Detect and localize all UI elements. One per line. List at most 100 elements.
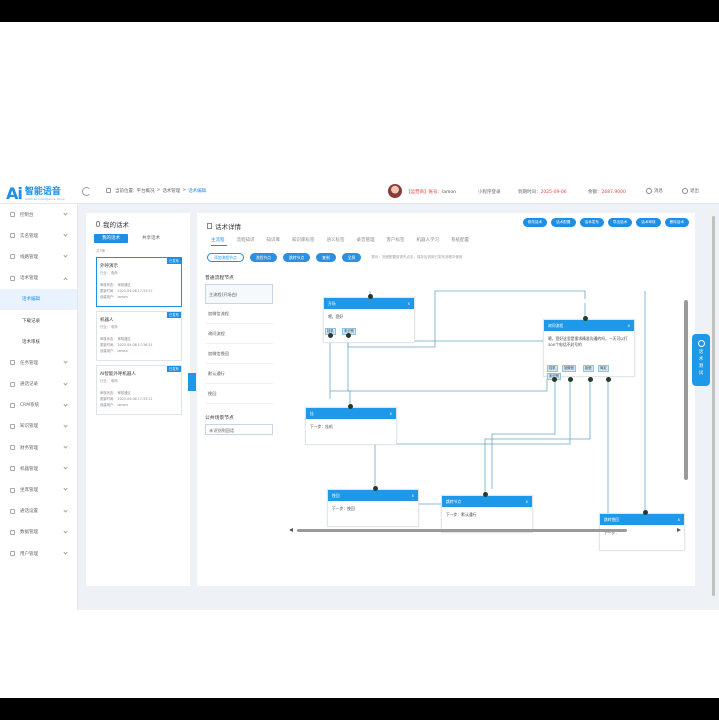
connector-dot[interactable]: [552, 377, 557, 382]
script-toolbar: 修改话术 话术配置 话术发布 导出话术 话术审核 删除话术: [522, 218, 689, 227]
sidebar-item-knowledge[interactable]: 知识管理: [0, 416, 77, 437]
delete-script-button[interactable]: 删除话术: [664, 218, 689, 227]
keyword-tag[interactable]: 挂机: [547, 365, 558, 372]
sidebar-sub-review[interactable]: 话术审核: [22, 339, 40, 345]
detail-title: 话术详情: [207, 221, 241, 231]
close-icon[interactable]: x: [627, 323, 630, 328]
scroll-thumb[interactable]: [297, 529, 627, 532]
dashboard-icon: [10, 212, 15, 218]
sidebar-item-dashboard[interactable]: 控制台: [0, 204, 77, 225]
scroll-thumb[interactable]: [684, 300, 688, 480]
node-item[interactable]: 挽回: [205, 384, 273, 404]
tab-knowledge-tags[interactable]: 知识库标签: [292, 238, 315, 243]
sidebar-item-calls[interactable]: 通话记录: [0, 374, 77, 395]
scroll-left-icon[interactable]: [289, 528, 293, 532]
refresh-icon[interactable]: [82, 187, 91, 196]
tab-semantic-tags[interactable]: 语义标签: [326, 238, 345, 243]
scroll-thumb[interactable]: [712, 216, 715, 596]
flow-node-button[interactable]: 流程节点: [249, 253, 277, 262]
tab-recordings[interactable]: 录音管理: [356, 238, 375, 243]
review-script-button[interactable]: 话术审核: [636, 218, 661, 227]
collapse-handle[interactable]: [188, 373, 196, 391]
sidebar-item-agents[interactable]: 坐席管理: [0, 479, 77, 500]
connector-dot[interactable]: [368, 294, 373, 299]
connector-dot[interactable]: [346, 333, 351, 338]
connector-dot[interactable]: [373, 486, 378, 491]
tab-shared-scripts[interactable]: 共享话术: [142, 236, 160, 241]
connector-dot[interactable]: [348, 404, 353, 409]
keyword-tag[interactable]: 拒绝: [583, 365, 594, 372]
connector-dot[interactable]: [588, 377, 593, 382]
edit-script-button[interactable]: 修改话术: [522, 218, 548, 227]
vertical-scrollbar[interactable]: [684, 288, 688, 498]
sidebar-item-users[interactable]: 用户管理: [0, 543, 77, 564]
logout-button[interactable]: 退出: [682, 188, 699, 194]
sidebar-item-realname[interactable]: 实名管理: [0, 225, 77, 246]
close-icon[interactable]: x: [411, 493, 414, 498]
sidebar-item-label: 控制台: [20, 212, 34, 218]
node-item[interactable]: 加微信流程: [205, 304, 273, 324]
node-item[interactable]: 默认通行: [205, 364, 273, 384]
close-icon[interactable]: x: [525, 499, 528, 504]
applet-login[interactable]: 小程序登录: [478, 190, 501, 195]
node-item[interactable]: 询问流程: [205, 324, 273, 344]
connector-dot[interactable]: [568, 377, 573, 382]
script-card[interactable]: 已发布 AI智能外呼机器人 行业： 电商 审核状态： 审核通过 更新时间： 20…: [96, 365, 182, 415]
tab-my-scripts[interactable]: 我的话术: [94, 234, 128, 243]
sidebar-item-tasks[interactable]: 任务管理: [0, 352, 77, 373]
tab-flow-knowledge[interactable]: 流程知识: [236, 238, 255, 243]
close-icon[interactable]: x: [677, 517, 680, 522]
jump-node-button[interactable]: 跳转节点: [282, 253, 311, 262]
add-node-button[interactable]: 添加流程节点: [207, 253, 244, 262]
scroll-right-icon[interactable]: [677, 528, 681, 532]
publish-script-button[interactable]: 话术发布: [579, 218, 604, 227]
horizontal-scrollbar[interactable]: [289, 527, 681, 533]
breadcrumb-item[interactable]: 话术管理: [162, 189, 181, 194]
connector-dot[interactable]: [606, 377, 611, 382]
sidebar-item-crm[interactable]: CRM系统: [0, 395, 77, 416]
close-icon[interactable]: x: [389, 411, 392, 416]
copy-button[interactable]: 复制: [316, 253, 336, 262]
connector-dot[interactable]: [643, 510, 648, 515]
script-card[interactable]: 已发布 外呼演示 行业： 电商 审核状态： 审核通过 更新时间： 2025-09…: [96, 257, 182, 307]
message-button[interactable]: 消息: [646, 188, 663, 194]
keyword-tag[interactable]: 加微信: [562, 365, 576, 372]
connector-dot[interactable]: [328, 333, 333, 338]
sidebar-item-data[interactable]: 数据管理: [0, 522, 77, 543]
script-industry: 行业： 电商: [100, 325, 118, 329]
config-script-button[interactable]: 话术配置: [551, 218, 576, 227]
sidebar-item-finance[interactable]: 财务管理: [0, 437, 77, 458]
avatar[interactable]: [388, 184, 402, 198]
sidebar-item-robots[interactable]: 机器管理: [0, 458, 77, 479]
node-item[interactable]: 主流程(开场白): [205, 284, 273, 304]
sidebar-sub-script-edit[interactable]: 话术编辑: [0, 288, 77, 310]
breadcrumb-item[interactable]: 平台概况: [136, 189, 155, 194]
page-scrollbar[interactable]: [711, 210, 716, 605]
connector-dot[interactable]: [583, 316, 588, 321]
script-test-button[interactable]: 话 术 测 试: [692, 334, 710, 386]
export-script-button[interactable]: 导出话术: [607, 218, 633, 227]
sidebar-item-scripts[interactable]: 话术管理: [0, 268, 77, 289]
sidebar-sub-download[interactable]: 下载记录: [22, 318, 40, 324]
tab-system-config[interactable]: 系统配置: [451, 238, 469, 243]
sidebar-item-call-settings[interactable]: 通话设置: [0, 501, 77, 522]
node-item[interactable]: 加微信挽回: [205, 344, 273, 364]
connector-dot[interactable]: [483, 492, 488, 497]
tab-customer-tags[interactable]: 客户标签: [386, 238, 405, 243]
keyword-tag[interactable]: 肯定: [598, 365, 609, 372]
public-node-item[interactable]: 未识别到回话: [205, 424, 273, 435]
script-card[interactable]: 已发布 机器人 行业： 电商 审核状态： 审核通过 更新时间： 2025-09-…: [96, 311, 182, 361]
tab-knowledge-base[interactable]: 知识库: [266, 238, 281, 243]
close-icon[interactable]: x: [407, 301, 410, 306]
sidebar-item-lines[interactable]: 线路管理: [0, 246, 77, 267]
fullscreen-button[interactable]: 全屏: [341, 253, 362, 262]
sidebar-item-label: 线路管理: [20, 254, 38, 260]
tab-main-flow[interactable]: 主流程: [211, 238, 225, 243]
tab-robot-learning[interactable]: 机器人学习: [416, 238, 440, 243]
